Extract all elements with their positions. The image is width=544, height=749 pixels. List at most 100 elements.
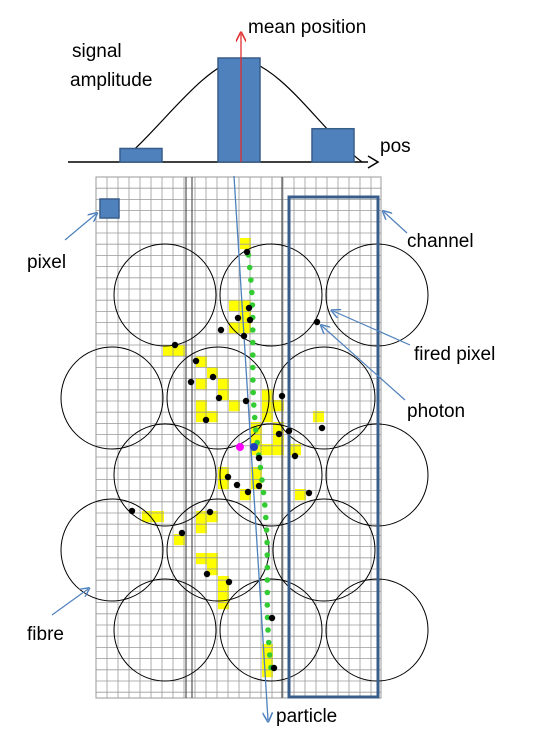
fired-pixel xyxy=(262,444,273,456)
fired-pixel xyxy=(273,433,284,445)
fired-pixel xyxy=(240,300,251,312)
track-hit xyxy=(250,389,256,396)
detector-region xyxy=(60,175,429,720)
photon-dot xyxy=(209,373,217,381)
blue-hit xyxy=(250,443,258,451)
fibre xyxy=(60,498,164,602)
track-hit xyxy=(264,602,271,608)
fired-pixel xyxy=(262,655,273,667)
photon-dot xyxy=(225,578,233,586)
fired-pixel xyxy=(218,598,229,610)
fired-pixel xyxy=(218,576,229,588)
track-hit xyxy=(264,539,270,546)
track-hit xyxy=(266,652,273,658)
pos-axis-arrow-icon xyxy=(367,155,380,169)
fired-pixel xyxy=(218,587,229,599)
photon-dot xyxy=(278,392,286,400)
track-hit xyxy=(251,402,257,408)
fibre xyxy=(60,346,164,450)
channel-label: channel xyxy=(407,231,474,252)
annotations: pixel channel fired pixel photon fibre p… xyxy=(27,212,495,727)
track-hit xyxy=(263,514,269,521)
signal-histogram: signal amplitude mean position pos xyxy=(68,17,411,169)
fired-pixel xyxy=(240,489,251,501)
photon-dot xyxy=(128,507,136,515)
fired-pixel xyxy=(207,411,218,423)
fired-pixel xyxy=(142,511,153,523)
fired-pixel xyxy=(207,367,218,379)
fibre xyxy=(113,243,217,347)
fired-pixel xyxy=(262,411,273,423)
photon-dot xyxy=(192,357,200,365)
fired-pixel xyxy=(295,489,306,501)
fired-pixel xyxy=(196,411,207,423)
fibre-label: fibre xyxy=(27,624,64,645)
photon-dot xyxy=(233,481,241,489)
photon-dot xyxy=(206,508,214,516)
track-hit xyxy=(250,352,256,358)
track-hit xyxy=(249,289,255,296)
fired-pixel xyxy=(207,564,218,576)
fired-pixel xyxy=(174,534,185,546)
fired-pixel xyxy=(262,400,273,412)
histogram-bar-left xyxy=(119,147,163,163)
track-hit xyxy=(257,464,264,471)
photon-dot xyxy=(318,424,326,432)
fired-pixel xyxy=(240,238,251,250)
photon-dot xyxy=(246,316,254,324)
track-hit xyxy=(262,502,268,508)
photon-label: photon xyxy=(407,401,465,422)
fired-pixel xyxy=(207,511,218,523)
fired-pixel xyxy=(207,553,218,565)
photon-dot xyxy=(245,304,253,312)
photon-dot xyxy=(275,430,283,438)
photon-dot xyxy=(224,473,232,481)
fired-pixel xyxy=(218,389,229,401)
photon-dot xyxy=(291,452,299,460)
fired-pixel xyxy=(240,311,251,323)
photon-dot xyxy=(313,318,321,326)
pixel-label: pixel xyxy=(27,252,66,273)
detector-frame xyxy=(95,176,382,699)
fired-pixel xyxy=(262,666,273,678)
fired-pixel xyxy=(196,553,207,565)
track-hit xyxy=(250,339,256,346)
mean-position-label: mean position xyxy=(248,17,366,38)
amplitude-label: amplitude xyxy=(70,70,152,91)
fired-pixel xyxy=(240,322,251,334)
fibre xyxy=(219,578,323,682)
photon-dot xyxy=(268,614,276,622)
track-hit xyxy=(250,377,256,383)
fired-pixel xyxy=(262,644,273,656)
photon-dot xyxy=(285,427,293,435)
track-hit xyxy=(264,564,271,571)
track-hit xyxy=(248,277,254,283)
fired-pixel xyxy=(196,400,207,412)
track-hit xyxy=(250,364,256,371)
photon-dot xyxy=(178,529,186,537)
track-hit xyxy=(251,414,258,421)
fired-pixel xyxy=(262,389,273,401)
photon-dot xyxy=(305,489,313,497)
fired-pixel-pointer xyxy=(333,311,411,346)
fired-pixel xyxy=(196,522,207,534)
track-hit xyxy=(265,639,272,646)
track-hit xyxy=(264,589,271,596)
fibre xyxy=(113,423,217,527)
track-hit xyxy=(265,627,271,633)
fired-pixel xyxy=(196,356,207,368)
track-hit xyxy=(260,489,267,496)
channel-box xyxy=(287,195,380,699)
fibre xyxy=(219,423,323,527)
photon-dot xyxy=(243,248,251,256)
photons xyxy=(128,248,326,672)
fibre-pointer xyxy=(51,589,88,616)
pos-label: pos xyxy=(380,136,411,157)
fired-pixel xyxy=(196,378,207,390)
track-hit xyxy=(264,577,271,583)
fibre xyxy=(272,498,376,602)
track-hit xyxy=(264,552,271,558)
track-hit xyxy=(264,614,271,621)
photon-pointer xyxy=(322,326,406,401)
